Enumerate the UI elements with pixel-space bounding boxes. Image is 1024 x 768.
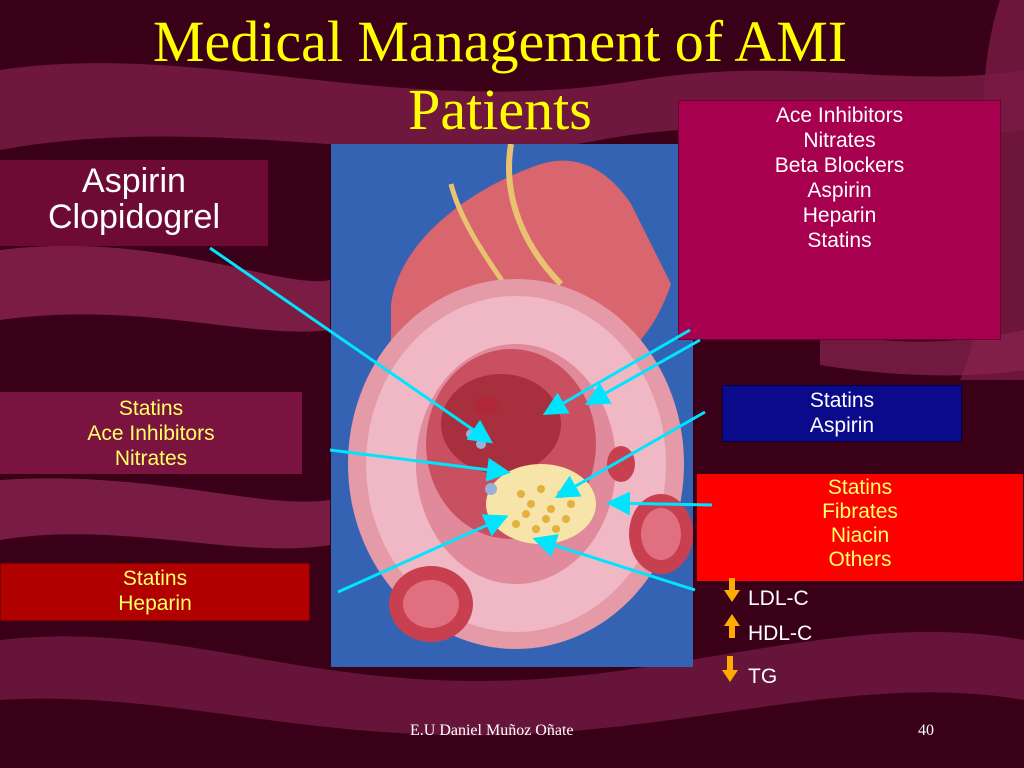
drug-label: Statins bbox=[122, 567, 188, 590]
drug-box-aspirin: Aspirin Clopidogrel bbox=[0, 160, 268, 246]
drug-box-top-right: Ace Inhibitors Nitrates Beta Blockers As… bbox=[678, 100, 1001, 340]
drug-label: Aspirin bbox=[809, 414, 875, 437]
drug-label: Heparin bbox=[118, 592, 192, 615]
lipid-label-tg: TG bbox=[748, 665, 778, 688]
drug-label: Aspirin bbox=[807, 179, 872, 202]
arrow-down-icon bbox=[724, 578, 740, 602]
drug-label: Beta Blockers bbox=[774, 154, 905, 177]
lipid-label-ldl: LDL-C bbox=[748, 587, 809, 610]
drug-label: Niacin bbox=[830, 524, 890, 547]
drug-label: Statins bbox=[118, 397, 184, 420]
arrow-down-icon bbox=[722, 656, 738, 682]
drug-label: Statins bbox=[809, 389, 875, 412]
page-number: 40 bbox=[918, 722, 934, 739]
drug-label: Nitrates bbox=[803, 129, 876, 152]
drug-label: Aspirin bbox=[82, 162, 186, 200]
drug-label: Heparin bbox=[802, 204, 877, 227]
drug-label: Fibrates bbox=[822, 500, 898, 523]
drug-box-blue: Statins Aspirin bbox=[722, 385, 962, 442]
drug-box-statins-left: Statins Ace Inhibitors Nitrates bbox=[0, 392, 302, 474]
drug-label: Statins bbox=[807, 229, 872, 252]
footer-author: E.U Daniel Muñoz Oñate bbox=[410, 722, 574, 739]
drug-label: Ace Inhibitors bbox=[775, 104, 904, 127]
drug-label: Clopidogrel bbox=[48, 198, 220, 236]
drug-label: Nitrates bbox=[114, 447, 188, 470]
slide-title: Medical Management of AMI Patients bbox=[152, 9, 848, 142]
drug-box-red: Statins Fibrates Niacin Others bbox=[697, 474, 1023, 581]
arrow-up-icon bbox=[724, 614, 740, 638]
artery-cross-section-illustration bbox=[331, 144, 693, 667]
lipid-label-hdl: HDL-C bbox=[748, 622, 813, 645]
drug-box-statins-heparin: Statins Heparin bbox=[0, 563, 310, 621]
drug-label: Others bbox=[828, 548, 892, 571]
drug-label: Ace Inhibitors bbox=[87, 422, 215, 445]
drug-label: Statins bbox=[827, 476, 893, 499]
